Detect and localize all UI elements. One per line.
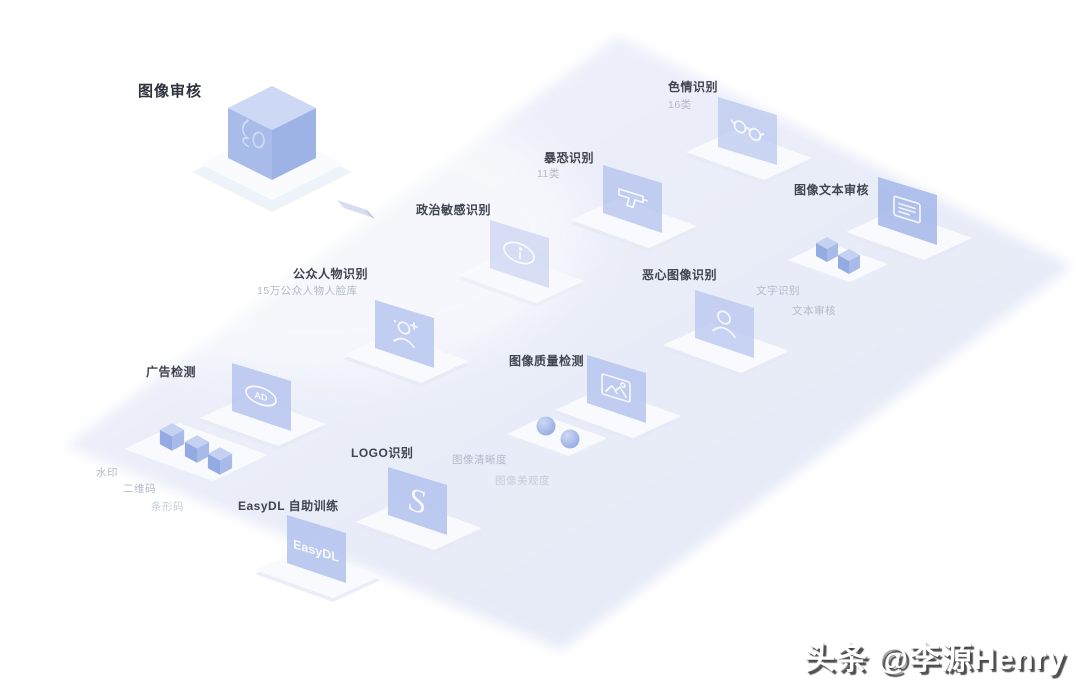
- label-qrcode-detection: 二维码: [123, 483, 156, 495]
- label-image-quality-detection: 图像质量检测: [509, 354, 585, 368]
- page-title: 图像审核: [138, 83, 203, 100]
- label-disgust-recognition: 恶心图像识别: [642, 268, 718, 282]
- label-public-figure-recognition: 公众人物识别: [293, 267, 369, 281]
- label-text-ocr: 文字识别: [756, 285, 800, 297]
- station-logo-recognition: S: [356, 467, 482, 554]
- credit-watermark: 头条 @李源Henry: [804, 641, 1066, 676]
- sublabel-porn-categories: 16类: [668, 99, 692, 111]
- text-review-cubes: [788, 237, 888, 285]
- label-terror-recognition: 暴恐识别: [544, 151, 595, 165]
- station-political-recognition: [458, 220, 584, 307]
- quality-spheres: [507, 416, 607, 459]
- ad-oval-icon: AD: [245, 385, 277, 407]
- logo-s-icon: S: [409, 479, 426, 522]
- label-watermark-detection: 水印: [96, 467, 118, 479]
- hub-glyph-icon: [241, 119, 265, 149]
- station-disgust-recognition: [663, 290, 789, 377]
- label-barcode-detection: 条形码: [151, 501, 184, 513]
- picture-icon: [601, 373, 631, 403]
- station-terror-recognition: [571, 165, 697, 252]
- label-image-text-review: 图像文本审核: [794, 183, 870, 197]
- label-porn-recognition: 色情识别: [668, 80, 719, 94]
- glasses-icon: [730, 119, 765, 142]
- label-image-aesthetics: 图像美观度: [495, 475, 550, 487]
- hub-glow: [45, 90, 585, 380]
- label-logo-recognition: LOGO识别: [351, 446, 414, 460]
- label-text-review: 文本审核: [792, 305, 836, 317]
- floor-platform: [66, 36, 1072, 650]
- station-ad-detection: AD: [200, 363, 326, 450]
- info-oval-icon: [503, 241, 535, 265]
- ad-screen-text: AD: [255, 390, 268, 404]
- sphere-icon: [536, 416, 556, 436]
- sphere-icon: [560, 429, 580, 449]
- sublabel-terror-categories: 11类: [537, 168, 560, 180]
- label-image-clarity: 图像清晰度: [452, 454, 507, 466]
- label-political-recognition: 政治敏感识别: [416, 203, 492, 217]
- document-icon: [893, 195, 921, 224]
- label-ad-detection: 广告检测: [146, 365, 197, 379]
- gun-icon: [618, 188, 648, 209]
- sublabel-public-figure-facebank: 15万公众人物人脸库: [257, 285, 358, 297]
- ad-detection-cubes: [124, 423, 268, 485]
- station-image-review-hub: [192, 86, 375, 219]
- pencil-icon: [337, 200, 375, 219]
- station-public-figure-recognition: [343, 300, 469, 387]
- station-easydl-training: EasyDL: [255, 515, 381, 602]
- station-image-text-review: [846, 177, 972, 264]
- logo-screen-text: S: [409, 479, 426, 522]
- person-sparkle-icon: [393, 319, 418, 348]
- station-porn-recognition: [686, 97, 812, 184]
- station-image-quality-detection: [555, 355, 681, 442]
- person-icon: [712, 310, 736, 339]
- label-easydl-training: EasyDL 自助训练: [238, 499, 339, 513]
